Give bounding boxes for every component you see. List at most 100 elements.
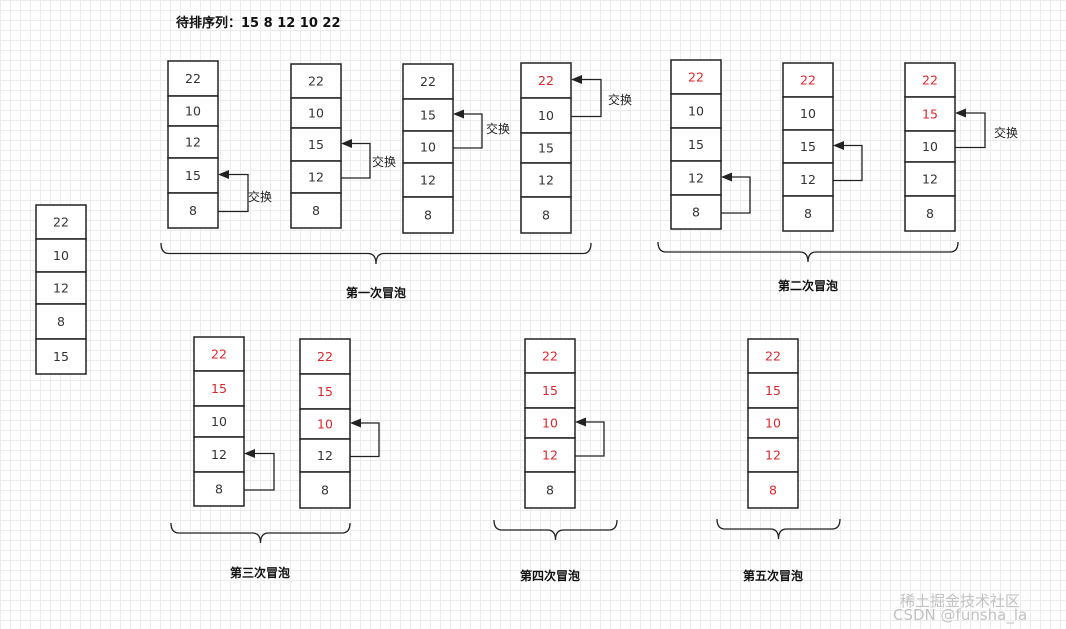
- pass-3-column-1-cell-4: [193, 471, 245, 507]
- pass-2-column-1-cell-3: [670, 160, 722, 196]
- pass-2-column-3-arrow-swap-label: 交换: [994, 125, 1018, 140]
- sequence-title: 待排序列：15 8 12 10 22: [175, 15, 341, 31]
- pass-4-column-1-arrow-head: [575, 417, 586, 427]
- pass-1-column-1-value-1: 10: [185, 104, 201, 119]
- pass-3-column-1-value-1: 15: [211, 381, 227, 396]
- pass-2-column-1-value-4: 8: [692, 205, 700, 220]
- pass-3-column-1-arrow: [244, 449, 275, 491]
- pass-5-column-1-value-0: 22: [765, 349, 781, 364]
- pass-1-column-2-cell-2: [290, 127, 342, 162]
- pass-1-column-4-value-4: 8: [542, 208, 550, 223]
- pass-3-column-1-cell-1: [193, 370, 245, 407]
- pass-1-column-1-arrow-swap-label: 交换: [248, 189, 272, 204]
- pass-5-brace-label: 第五次冒泡: [743, 568, 803, 583]
- pass-1-column-4-arrow-swap-label: 交换: [608, 92, 632, 107]
- pass-3-column-2-arrow: [350, 418, 380, 458]
- pass-5-column-1-value-3: 12: [765, 448, 781, 463]
- pass-2-column-1-value-2: 15: [688, 137, 704, 152]
- pass-3-column-2-value-1: 15: [317, 384, 333, 399]
- pass-1-column-1-value-3: 15: [185, 168, 201, 183]
- pass-1-column-4-cell-1: [520, 97, 572, 134]
- pass-1-column-4-value-3: 12: [538, 173, 554, 188]
- pass-1-column-2-value-2: 15: [308, 137, 324, 152]
- initial-column-value-3: 8: [57, 314, 65, 329]
- pass-1-column-3-value-3: 12: [420, 173, 436, 188]
- pass-1-column-4-cell-2: [520, 132, 572, 164]
- pass-1-column-2-cell-1: [290, 97, 342, 129]
- pass-1-column-1-arrow-head: [218, 170, 229, 179]
- pass-2-column-1-cell-2: [670, 127, 722, 162]
- pass-1-column-3-value-2: 10: [420, 140, 436, 155]
- pass-1-column-1-value-0: 22: [185, 71, 201, 86]
- pass-2-column-3-value-2: 10: [922, 139, 938, 154]
- pass-1-column-3-value-1: 15: [420, 108, 436, 123]
- pass-2-column-1-cell-4: [670, 194, 722, 230]
- pass-1-column-3-cell-0: [402, 63, 454, 100]
- pass-2-column-2-cell-2: [782, 129, 834, 164]
- pass-2-column-3-arrow-line: [955, 112, 986, 149]
- pass-1-column-1-arrow-line: [218, 173, 249, 213]
- pass-2-column-3-arrow: 交换: [955, 108, 1018, 149]
- pass-2-column-3-value-1: 15: [922, 107, 938, 122]
- pass-1-column-1-value-2: 12: [185, 135, 201, 150]
- pass-5-column-1-cell-0: [747, 338, 799, 374]
- pass-1-column-4-cell-4: [520, 196, 572, 234]
- pass-2-column-3-cell-3: [904, 161, 956, 197]
- pass-1-column-2-cell-0: [290, 63, 342, 99]
- pass-1-brace: 第一次冒泡: [160, 242, 592, 300]
- pass-2-column-1-value-0: 22: [688, 70, 704, 85]
- pass-1-column-2-value-1: 10: [308, 106, 324, 121]
- pass-2-column-2-value-3: 12: [800, 172, 816, 187]
- pass-4-column-1-cell-0: [524, 338, 576, 374]
- pass-5-column-1-cell-4: [747, 471, 799, 509]
- braces-layer: 第一次冒泡第二次冒泡第三次冒泡第四次冒泡第五次冒泡: [160, 241, 959, 583]
- pass-1-column-2-arrow-swap-label: 交换: [372, 154, 396, 169]
- pass-1-column-1-cell-4: [167, 192, 219, 229]
- pass-2-column-2-arrow-head: [833, 141, 844, 150]
- pass-3-column-1-value-4: 8: [215, 482, 223, 497]
- pass-1-column-3-value-4: 8: [424, 208, 432, 223]
- pass-2-column-2-cell-4: [782, 195, 834, 232]
- pass-3-column-2-cell-3: [299, 438, 351, 473]
- pass-4-column-1-cell-4: [524, 471, 576, 509]
- pass-1-column-1-arrow: 交换: [218, 170, 272, 213]
- pass-2-column-3-cell-1: [904, 96, 956, 132]
- pass-2-column-1-arrow: [721, 172, 751, 214]
- watermark-sub: CSDN @funsha_la: [893, 606, 1027, 625]
- initial-column-cell-4: [35, 338, 87, 375]
- pass-3-column-2-value-3: 12: [317, 448, 333, 463]
- pass-1-column-2-arrow-line: [341, 142, 371, 179]
- pass-1-column-2-value-0: 22: [308, 74, 324, 89]
- pass-1-column-4-cell-0: [520, 62, 572, 99]
- pass-2-column-1-value-1: 10: [688, 104, 704, 119]
- pass-3-column-2-cell-2: [299, 408, 351, 440]
- pass-3-column-2-cell-4: [299, 471, 351, 509]
- pass-4-column-1-value-0: 22: [542, 349, 558, 364]
- pass-2-column-3-value-4: 8: [926, 206, 934, 221]
- pass-1-column-4-arrow-line: [571, 78, 602, 118]
- pass-2-brace-curve: [657, 241, 959, 263]
- pass-1-column-2-cell-3: [290, 160, 342, 194]
- pass-2-brace: 第二次冒泡: [657, 241, 959, 293]
- pass-4-column-1-value-2: 10: [542, 416, 558, 431]
- pass-1-column-1-cell-0: [167, 60, 219, 97]
- pass-1-column-3-arrow-line: [453, 113, 483, 149]
- pass-4-column-1-cell-3: [524, 437, 576, 473]
- pass-3-column-1-arrow-line: [244, 452, 275, 491]
- pass-1-column-3-cell-4: [402, 196, 454, 234]
- pass-1-column-2-value-4: 8: [312, 203, 320, 218]
- pass-3-brace: 第三次冒泡: [170, 522, 351, 580]
- pass-1-column-1-cell-3: [167, 157, 219, 194]
- initial-column-value-4: 15: [53, 349, 69, 364]
- pass-1-column-4-arrow: 交换: [571, 75, 632, 118]
- pass-2-column-2-cell-0: [782, 62, 834, 98]
- pass-3-column-2-cell-0: [299, 338, 351, 375]
- pass-1-column-3-arrow: 交换: [453, 109, 510, 149]
- pass-5-brace-curve: [716, 518, 841, 540]
